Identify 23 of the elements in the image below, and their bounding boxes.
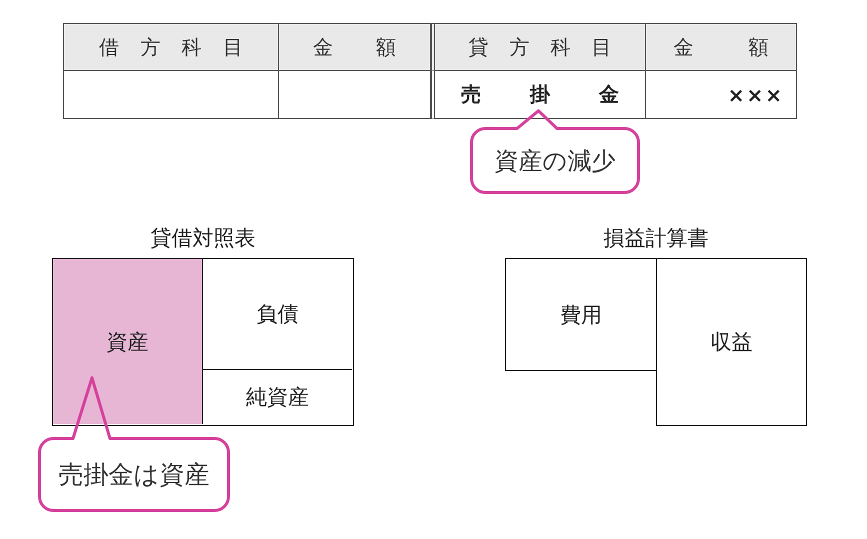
account-name: 売掛金	[461, 81, 619, 108]
callout-pointer	[72, 376, 112, 440]
column-header: 金額	[646, 24, 797, 71]
section-label: 収益	[710, 329, 752, 356]
column-header: 借方科目	[64, 24, 279, 71]
callout-pointer	[516, 109, 558, 130]
table-cell	[431, 71, 646, 119]
section-label: 資産	[106, 328, 148, 356]
amount-value: ×××	[728, 82, 784, 106]
column-header: 貸方科目	[431, 24, 646, 71]
section-label: 費用	[560, 302, 602, 328]
section-label: 負債	[256, 301, 298, 328]
section-label: 純資産	[246, 384, 309, 411]
section-heading: 貸借対照表	[150, 225, 256, 252]
expense-section	[505, 258, 657, 371]
callout-bubble	[38, 437, 230, 512]
callout-bubble	[470, 127, 640, 194]
callout-text: 売掛金は資産	[58, 459, 210, 491]
column-header: 金額	[279, 24, 431, 71]
asset-section	[53, 259, 203, 424]
revenue-section	[656, 258, 807, 426]
callout-text: 資産の減少	[494, 146, 616, 176]
section-heading: 損益計算書	[604, 225, 708, 252]
